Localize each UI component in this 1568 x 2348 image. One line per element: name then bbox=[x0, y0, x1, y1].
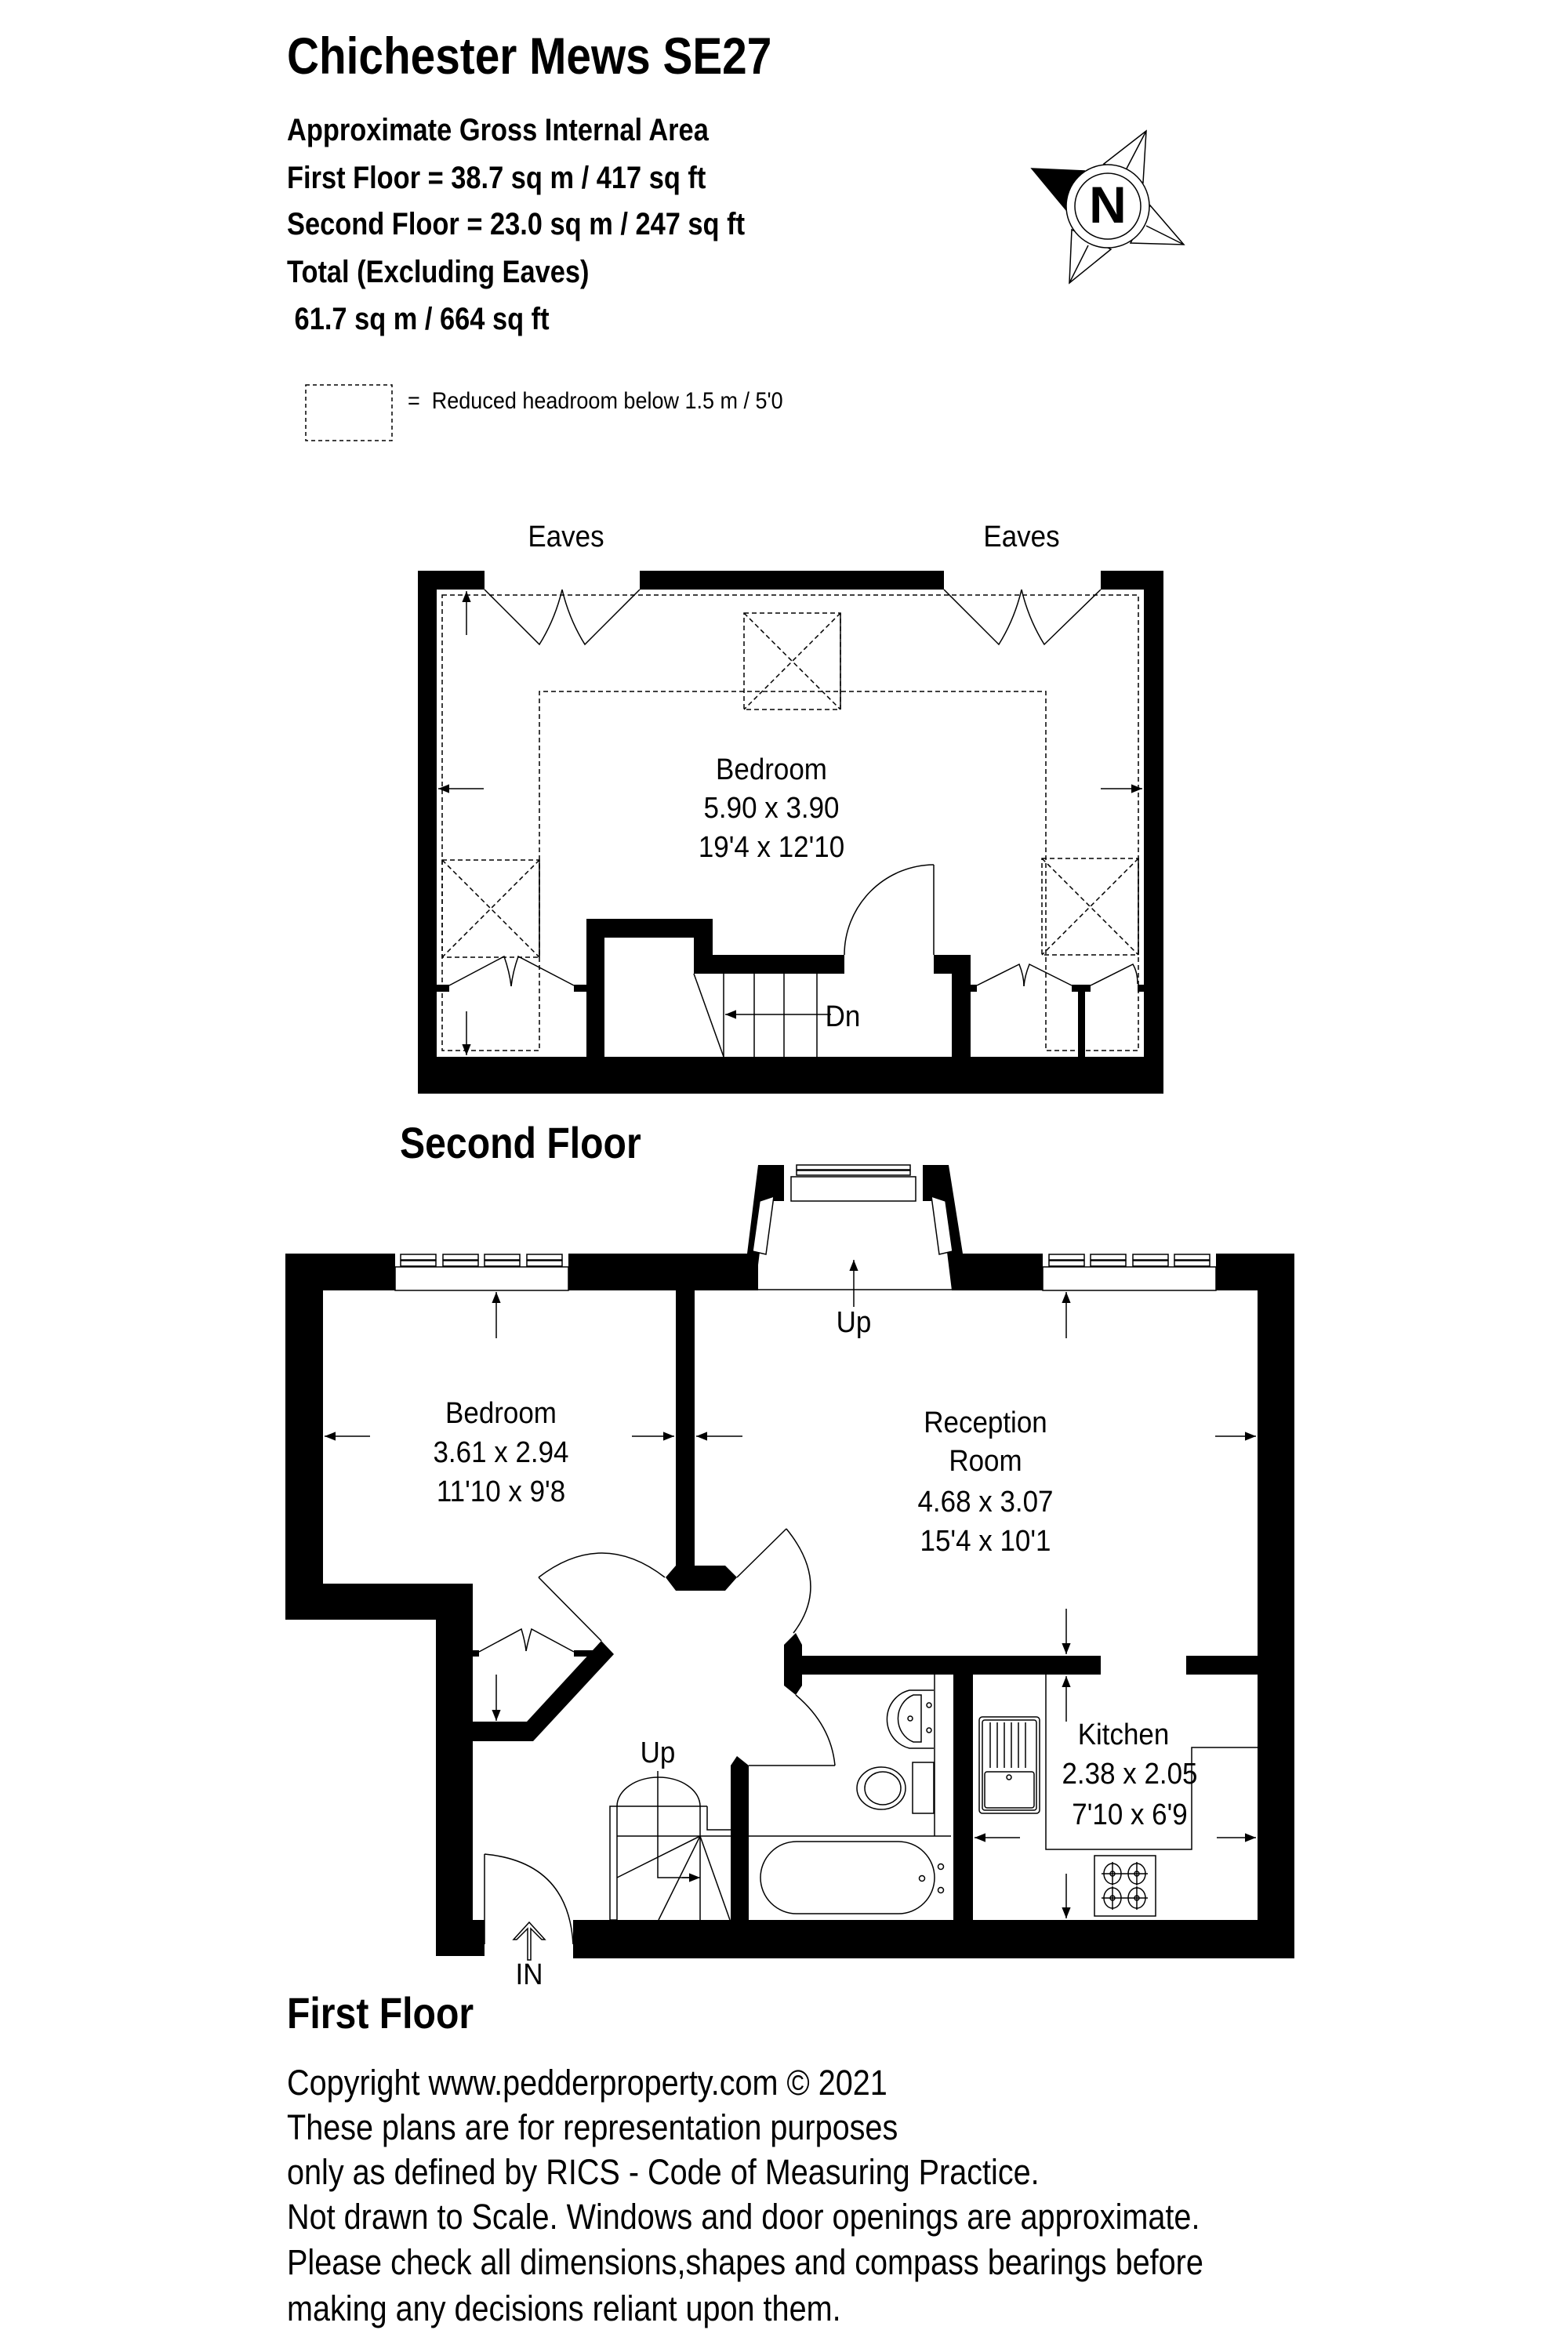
footer-disclaimer-3: Not drawn to Scale. Windows and door ope… bbox=[287, 2197, 1200, 2237]
second-floor-area: Second Floor = 23.0 sq m / 247 sq ft bbox=[287, 207, 746, 241]
bathroom-fixtures bbox=[749, 1675, 951, 1914]
first-floor-dimension-arrows bbox=[325, 1260, 1256, 1918]
total-heading: Total (Excluding Eaves) bbox=[287, 255, 590, 289]
second-floor-bedroom-metric: 5.90 x 3.90 bbox=[703, 792, 840, 825]
area-heading: Approximate Gross Internal Area bbox=[287, 113, 709, 147]
bedroom-metric: 3.61 x 2.94 bbox=[433, 1436, 569, 1469]
staircase-up bbox=[609, 1771, 731, 1921]
cupboard-doors bbox=[448, 955, 1138, 987]
compass-rose-icon bbox=[1030, 129, 1185, 285]
footer-disclaimer-4: Please check all dimensions,shapes and c… bbox=[287, 2242, 1203, 2282]
bedroom-door bbox=[844, 864, 935, 956]
doors bbox=[478, 1528, 836, 1945]
sink-icon bbox=[978, 1716, 1040, 1814]
staircase-down bbox=[693, 973, 831, 1058]
stair-up-label: Up bbox=[640, 1737, 676, 1769]
reception-imperial: 15'4 x 10'1 bbox=[920, 1525, 1051, 1558]
reception-name-line2: Room bbox=[949, 1445, 1022, 1478]
reduced-headroom-legend-swatch bbox=[305, 384, 393, 441]
first-floor-plan bbox=[285, 1164, 1294, 1961]
second-floor-label: Second Floor bbox=[400, 1118, 641, 1167]
second-floor-plan bbox=[418, 571, 1163, 1094]
property-title: Chichester Mews SE27 bbox=[287, 27, 772, 85]
footer-disclaimer-5: making any decisions reliant upon them. bbox=[287, 2288, 841, 2328]
compass-north-label: N bbox=[1089, 176, 1127, 234]
total-area: 61.7 sq m / 664 sq ft bbox=[287, 302, 550, 336]
stair-down-label: Dn bbox=[825, 1000, 861, 1033]
second-floor-walls bbox=[418, 571, 1163, 1094]
skylight-frame-lines bbox=[539, 613, 1139, 957]
reception-name: Reception bbox=[924, 1406, 1047, 1439]
toilet-icon bbox=[856, 1766, 906, 1810]
entrance-arrow-icon bbox=[512, 1921, 546, 1961]
kitchen-imperial: 7'10 x 6'9 bbox=[1072, 1798, 1188, 1831]
eaves-doors bbox=[484, 589, 1102, 646]
bay-up-label: Up bbox=[836, 1306, 872, 1339]
second-floor-bedroom-name: Bedroom bbox=[716, 753, 827, 786]
footer-copyright: Copyright www.pedderproperty.com © 2021 bbox=[287, 2063, 887, 2103]
second-floor-bedroom-imperial: 19'4 x 12'10 bbox=[698, 831, 845, 864]
kitchen-metric: 2.38 x 2.05 bbox=[1062, 1758, 1198, 1791]
bedroom-imperial: 11'10 x 9'8 bbox=[436, 1475, 566, 1508]
first-floor-area: First Floor = 38.7 sq m / 417 sq ft bbox=[287, 161, 706, 195]
bedroom-name: Bedroom bbox=[445, 1397, 557, 1430]
toilet-cistern bbox=[912, 1762, 935, 1814]
legend-text: = Reduced headroom below 1.5 m / 5'0 bbox=[408, 388, 783, 414]
kitchen-name: Kitchen bbox=[1077, 1718, 1170, 1751]
bathtub-icon bbox=[760, 1841, 935, 1914]
reception-metric: 4.68 x 3.07 bbox=[917, 1486, 1054, 1519]
footer-disclaimer-1: These plans are for representation purpo… bbox=[287, 2107, 898, 2147]
windows bbox=[394, 1164, 1217, 1291]
eaves-label-left: Eaves bbox=[528, 521, 604, 553]
second-floor-dimension-arrows bbox=[438, 591, 1142, 1055]
hob-icon bbox=[1094, 1855, 1156, 1917]
entrance-label: IN bbox=[515, 1958, 543, 1991]
washbasin-icon bbox=[886, 1689, 934, 1749]
kitchen-fixtures bbox=[978, 1675, 1258, 1917]
eaves-label-right: Eaves bbox=[983, 521, 1060, 553]
footer-disclaimer-2: only as defined by RICS - Code of Measur… bbox=[287, 2152, 1040, 2192]
first-floor-walls bbox=[285, 1165, 1294, 1958]
first-floor-label: First Floor bbox=[287, 1988, 474, 2038]
